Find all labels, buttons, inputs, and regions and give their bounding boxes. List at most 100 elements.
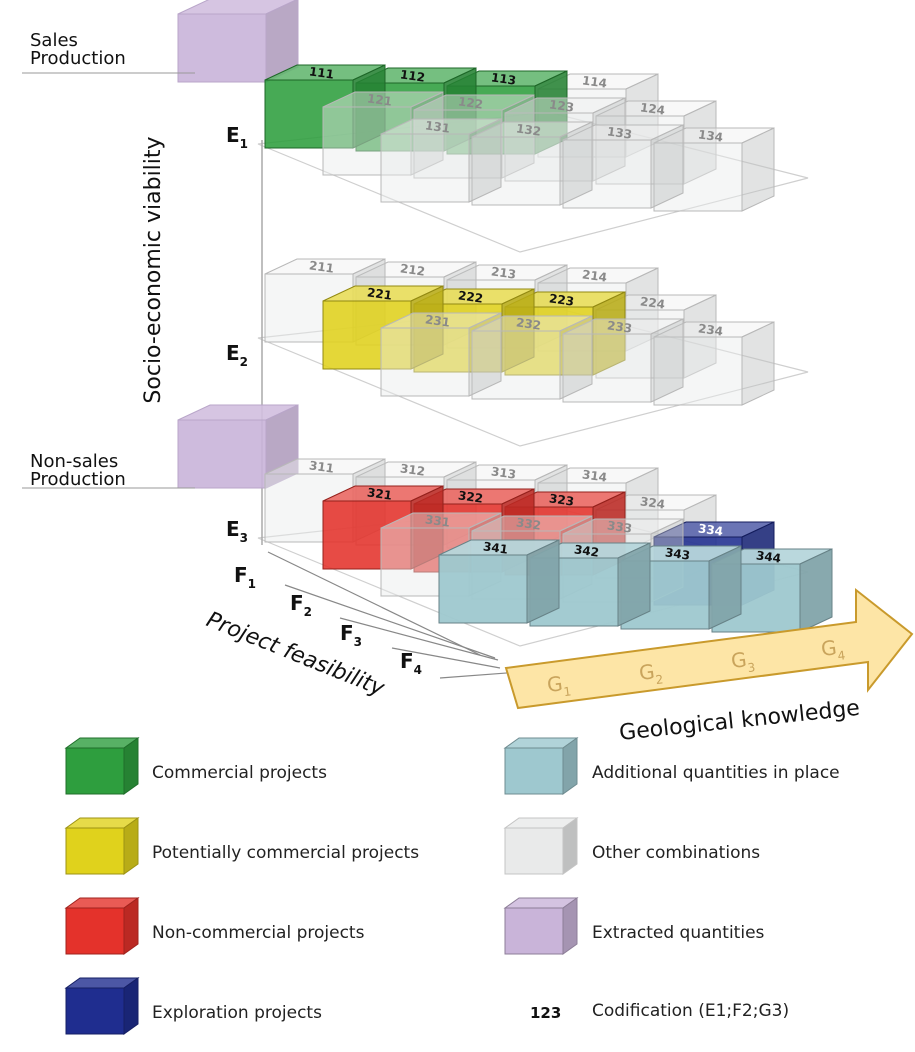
cube-code-label: 344: [755, 548, 782, 565]
e-level-subscript: 3: [240, 531, 248, 545]
legend-codification-label: Codification (E1;F2;G3): [592, 1001, 789, 1021]
geological-knowledge-axis-title: Geological knowledge: [618, 696, 861, 746]
cube-code-label: 313: [490, 464, 517, 481]
e-level-subscript: 1: [240, 137, 248, 151]
legend-label-extracted: Extracted quantities: [592, 923, 765, 943]
cube-code-label: 321: [366, 485, 393, 502]
cube-232: [471, 315, 593, 400]
f-level-subscript: 4: [414, 663, 422, 677]
cube-231-front: [380, 327, 470, 397]
cube-221: [322, 285, 444, 370]
cube-231: [380, 312, 502, 397]
cube-code-label: 134: [697, 127, 724, 144]
cube-123: [504, 97, 626, 182]
e-level-label: E3: [226, 517, 248, 545]
geological-knowledge-arrow: [504, 587, 914, 710]
legend-swatch-exploration-side: [123, 977, 139, 1035]
cube-131-side: [468, 118, 502, 203]
f-level-label: F1: [234, 563, 256, 591]
cube-code-label: 214: [581, 267, 608, 284]
g-level-subscript: 3: [747, 660, 756, 675]
legend-swatch-other-front: [504, 827, 564, 875]
legend-swatch-noncommercial: [64, 897, 140, 955]
cube-341-side: [526, 539, 560, 624]
legend-swatch-noncommercial-side: [123, 897, 139, 955]
legend-swatch-exploration: [64, 977, 140, 1035]
feasibility-guide-line: [339, 617, 499, 661]
cube-code-label: 231: [424, 312, 451, 329]
legend-swatch-potential-front: [65, 827, 125, 875]
f-level-label: F3: [340, 621, 362, 649]
cube-code-label: 114: [581, 73, 608, 90]
e-level-label: E2: [226, 341, 248, 369]
cube-layer: 1141131121111241231221211341331321312142…: [177, 0, 833, 633]
extracted-cube-nonsales-side: [265, 404, 299, 489]
cube-code-label: 211: [308, 258, 335, 275]
extracted-cube-nonsales: [177, 404, 299, 489]
cube-code-label: 212: [399, 261, 426, 278]
cube-code-label: 233: [606, 318, 633, 335]
cube-code-label: 123: [548, 97, 575, 114]
extracted-cube-sales-front: [177, 13, 267, 83]
feasibility-guide-line: [284, 584, 496, 659]
cube-code-label: 133: [606, 124, 633, 141]
legend-label-additional: Additional quantities in place: [592, 763, 840, 783]
legend-swatch-other: [503, 817, 579, 875]
socio-economic-axis-title: Socio-economic viability: [141, 136, 166, 403]
f-level-subscript: 3: [354, 635, 362, 649]
cube-342-side: [617, 542, 651, 627]
cube-code-label: 224: [639, 294, 666, 311]
cube-234-side: [741, 321, 775, 406]
cube-131-front: [380, 133, 470, 203]
legend-swatch-additional-front: [504, 747, 564, 795]
legend-label-potential: Potentially commercial projects: [152, 843, 419, 863]
cube-132-side: [559, 121, 593, 206]
cube-code-label: 334: [697, 521, 724, 538]
cube-234: [653, 321, 775, 406]
cube-code-label: 314: [581, 467, 608, 484]
extracted-cube-nonsales-front: [177, 419, 267, 489]
project-feasibility-axis-title: Project feasibility: [203, 607, 389, 702]
nonsales-production-label-line: Non-sales: [30, 451, 118, 472]
legend-swatch-commercial: [64, 737, 140, 795]
cube-124: [595, 100, 717, 185]
cube-code-label: 343: [664, 545, 691, 562]
cube-132: [471, 121, 593, 206]
g-level-subscript: 4: [837, 648, 846, 663]
legend-codification-sample: 123: [530, 1004, 561, 1022]
legend-swatch-additional: [503, 737, 579, 795]
g-level-subscript: 2: [655, 672, 664, 687]
feasibility-guide-line: [267, 551, 481, 656]
cube-code-label: 331: [424, 512, 451, 529]
cube-341: [438, 539, 560, 624]
legend-swatch-exploration-front: [65, 987, 125, 1035]
cube-344-side: [799, 548, 833, 633]
cube-code-label: 213: [490, 264, 517, 281]
cube-code-label: 222: [457, 288, 484, 305]
cube-code-label: 324: [639, 494, 666, 511]
cube-134-side: [741, 127, 775, 212]
legend-label-noncommercial: Non-commercial projects: [152, 923, 365, 943]
legend-label-commercial: Commercial projects: [152, 763, 327, 783]
legend-swatch-other-side: [562, 817, 578, 875]
cube-code-label: 131: [424, 118, 451, 135]
cube-code-label: 322: [457, 488, 484, 505]
cube-131: [380, 118, 502, 203]
nonsales-production-label-line: Production: [30, 469, 126, 490]
e-level-subscript: 2: [240, 355, 248, 369]
cube-code-label: 342: [573, 542, 600, 559]
cube-code-label: 323: [548, 491, 575, 508]
cube-code-label: 111: [308, 64, 335, 81]
legend-swatch-commercial-side: [123, 737, 139, 795]
f-level-subscript: 1: [248, 577, 256, 591]
cube-233: [562, 318, 684, 403]
cube-code-label: 221: [366, 285, 393, 302]
cube-231-side: [468, 312, 502, 397]
cube-code-label: 232: [515, 315, 542, 332]
cube-code-label: 332: [515, 515, 542, 532]
cube-133: [562, 124, 684, 209]
